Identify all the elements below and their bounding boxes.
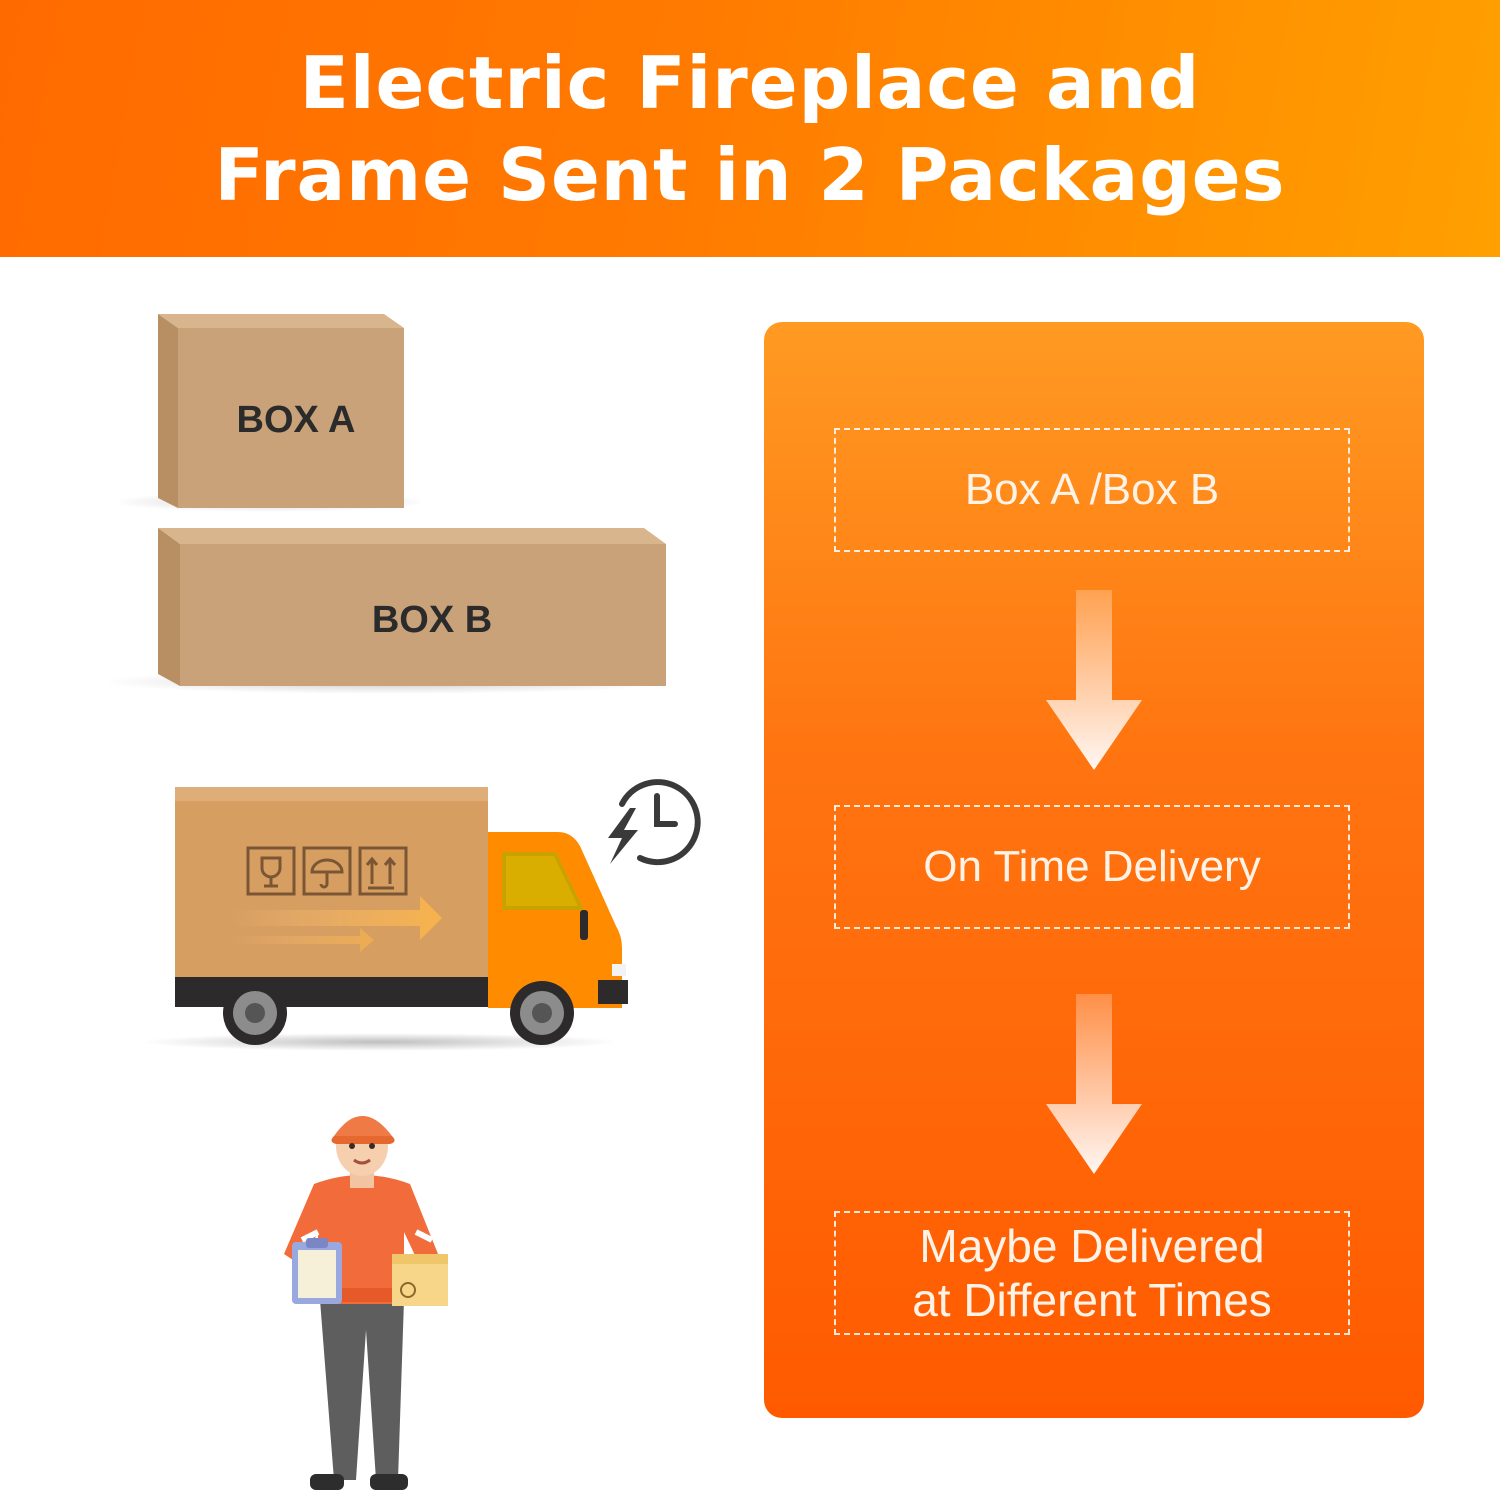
flow-step-different-times: Maybe Delivered at Different Times: [834, 1211, 1350, 1335]
truck-icon: [140, 770, 640, 1059]
box-b-label: BOX B: [372, 599, 492, 641]
down-arrow-icon: [1046, 590, 1142, 770]
page-title-line-1: Electric Fireplace and: [299, 40, 1201, 125]
page-title: Electric Fireplace and Frame Sent in 2 P…: [50, 37, 1450, 221]
header-banner: Electric Fireplace and Frame Sent in 2 P…: [0, 0, 1500, 257]
flow-step-packages-label: Box A /Box B: [964, 465, 1220, 514]
clock-bolt-icon: [600, 770, 705, 879]
flow-step-on-time: On Time Delivery: [834, 805, 1350, 929]
flow-step-packages: Box A /Box B: [834, 428, 1350, 552]
box-a-illustration: BOX A: [120, 310, 420, 515]
flow-step-different-times-line-2: at Different Times: [912, 1274, 1272, 1326]
down-arrow-icon: [1046, 994, 1142, 1174]
box-b-illustration: BOX B: [110, 522, 680, 697]
page-title-line-2: Frame Sent in 2 Packages: [214, 132, 1286, 217]
delivery-flow-panel: Box A /Box B On Time Delivery Maybe Deli…: [764, 322, 1424, 1418]
box-a-label: BOX A: [237, 399, 356, 441]
flow-step-on-time-label: On Time Delivery: [923, 842, 1261, 891]
courier-illustration: [270, 1100, 480, 1504]
flow-step-different-times-line-1: Maybe Delivered: [919, 1220, 1265, 1272]
